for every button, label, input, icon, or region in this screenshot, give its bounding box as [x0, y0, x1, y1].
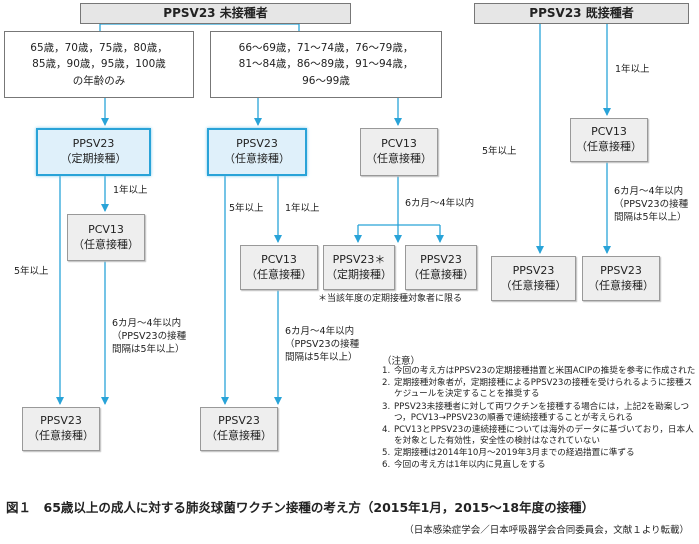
header-vaccinated: PPSV23 既接種者: [474, 3, 689, 24]
ppsv23-voluntary-box: PPSV23 （任意接種）: [582, 256, 660, 301]
footnote-star: ＊当該年度の定期接種対象者に限る: [318, 294, 463, 304]
interval-label: 6カ月～4年以内 （PPSV23の接種 間隔は5年以上）: [112, 318, 187, 355]
pcv13-voluntary-box: PCV13 （任意接種）: [240, 245, 318, 290]
figure-caption: 図１ 65歳以上の成人に対する肺炎球菌ワクチン接種の考え方（2015年1月，20…: [6, 500, 595, 515]
interval-label: 6カ月～4年以内: [405, 198, 475, 209]
interval-label: 5年以上: [14, 266, 49, 277]
ppsv23-routine-box: PPSV23 （定期接種）: [36, 128, 151, 176]
pcv13-voluntary-box: PCV13 （任意接種）: [360, 128, 438, 176]
interval-label: 5年以上: [482, 146, 517, 157]
ppsv23-voluntary-box: PPSV23 （任意接種）: [200, 407, 278, 451]
interval-label: 1年以上: [615, 64, 650, 75]
ppsv23-voluntary-box: PPSV23 （任意接種）: [207, 128, 307, 176]
ppsv23-star-routine-box: PPSV23＊ （定期接種）: [323, 245, 395, 290]
ppsv23-voluntary-box: PPSV23 （任意接種）: [22, 407, 100, 451]
pcv13-voluntary-box: PCV13 （任意接種）: [67, 214, 145, 261]
note-item: 2.定期接種対象者が，定期接種によるPPSV23の接種を受けられるように接種スケ…: [382, 378, 693, 400]
ppsv23-voluntary-box: PPSV23 （任意接種）: [405, 245, 477, 290]
interval-label: 1年以上: [285, 203, 320, 214]
interval-label: 6カ月～4年以内 （PPSV23の接種 間隔は5年以上）: [614, 186, 689, 223]
age-group-voluntary: 66～69歳，71～74歳，76～79歳， 81～84歳，86～89歳，91～9…: [210, 31, 442, 98]
header-unvaccinated: PPSV23 未接種者: [80, 3, 351, 24]
note-item: 1.今回の考え方はPPSV23の定期接種措置と米国ACIPの推奨を参考に作成され…: [382, 366, 696, 376]
note-item: 3.PPSV23未接種者に対して両ワクチンを接種する場合には，上記2を勘案しつつ…: [382, 401, 690, 423]
age-group-routine: 65歳，70歳，75歳，80歳， 85歳，90歳，95歳，100歳 の年齢のみ: [4, 31, 194, 98]
figure-source: （日本感染症学会／日本呼吸器学会合同委員会，文献１より転載）: [404, 525, 689, 536]
notes-list: 1.今回の考え方はPPSV23の定期接種措置と米国ACIPの推奨を参考に作成され…: [382, 366, 697, 473]
interval-label: 5年以上: [229, 203, 264, 214]
notes-title: （注意）: [382, 356, 421, 367]
interval-label: 1年以上: [113, 185, 148, 196]
pcv13-voluntary-box: PCV13 （任意接種）: [570, 118, 648, 162]
ppsv23-voluntary-box: PPSV23 （任意接種）: [491, 256, 576, 301]
note-item: 4.PCV13とPPSV23の連続接種については海外のデータに基づいており，日本…: [382, 424, 694, 447]
interval-label: 6カ月～4年以内 （PPSV23の接種 間隔は5年以上）: [285, 326, 360, 363]
note-item: 6.今回の考え方は1年以内に見直しをする: [382, 460, 546, 471]
note-item: 5.定期接種は2014年10月～2019年3月までの経過措置に準ずる: [382, 448, 635, 459]
